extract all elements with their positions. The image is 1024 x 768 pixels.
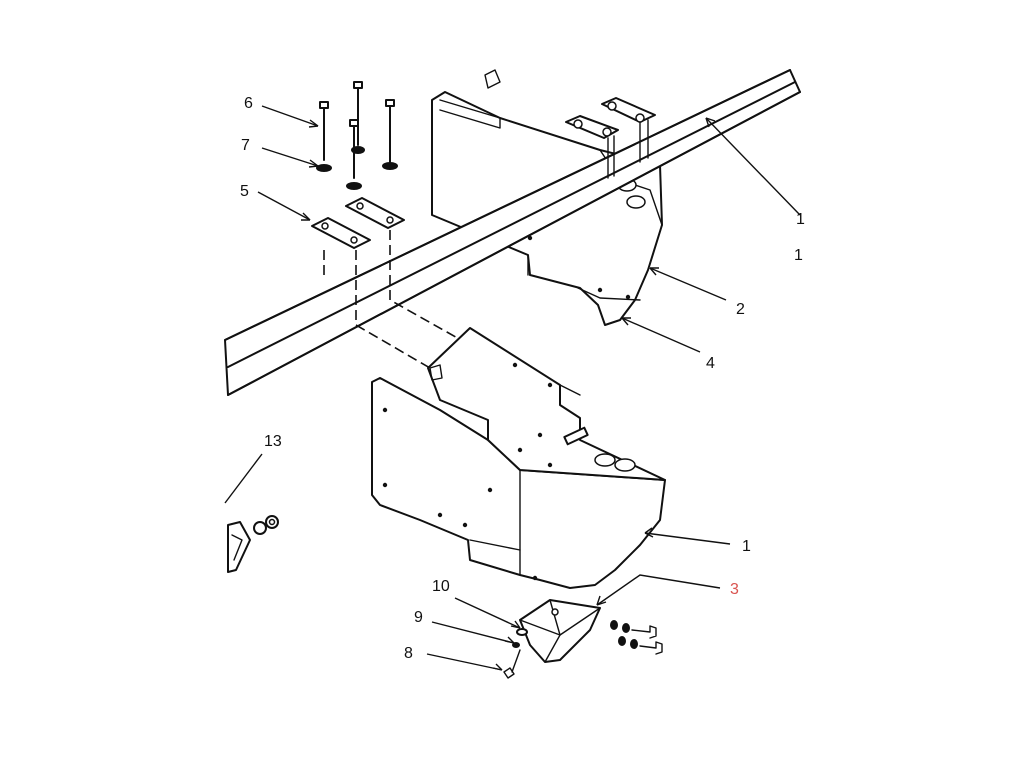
callout-7: 7 [241, 137, 250, 154]
leader-lines [224, 105, 801, 671]
callout-10: 10 [432, 578, 450, 595]
clamp-plates-part-5 [311, 197, 405, 249]
callout-3: 3 [730, 581, 739, 598]
skid-shoe-part-3 [519, 599, 601, 663]
callout-4: 4 [706, 355, 715, 372]
callout-edge-top: 1 [796, 211, 805, 228]
callout-6: 6 [244, 95, 253, 112]
callout-2: 2 [736, 301, 745, 318]
callout-9: 9 [414, 609, 423, 626]
main-beam [224, 69, 801, 396]
callout-13: 13 [264, 433, 282, 450]
shoe-hardware-left [503, 628, 528, 679]
beam-clamp-brackets [565, 97, 656, 179]
part-13-fragment [227, 515, 279, 573]
callout-edge-bottom: 1 [794, 247, 803, 264]
bolts-part-6 [319, 81, 395, 179]
callout-5: 5 [240, 183, 249, 200]
callout-1: 1 [742, 538, 751, 555]
shoe-hardware-right [610, 620, 663, 655]
lower-shield-part-1 [371, 327, 666, 589]
washers-part-7 [316, 146, 398, 190]
callout-8: 8 [404, 645, 413, 662]
